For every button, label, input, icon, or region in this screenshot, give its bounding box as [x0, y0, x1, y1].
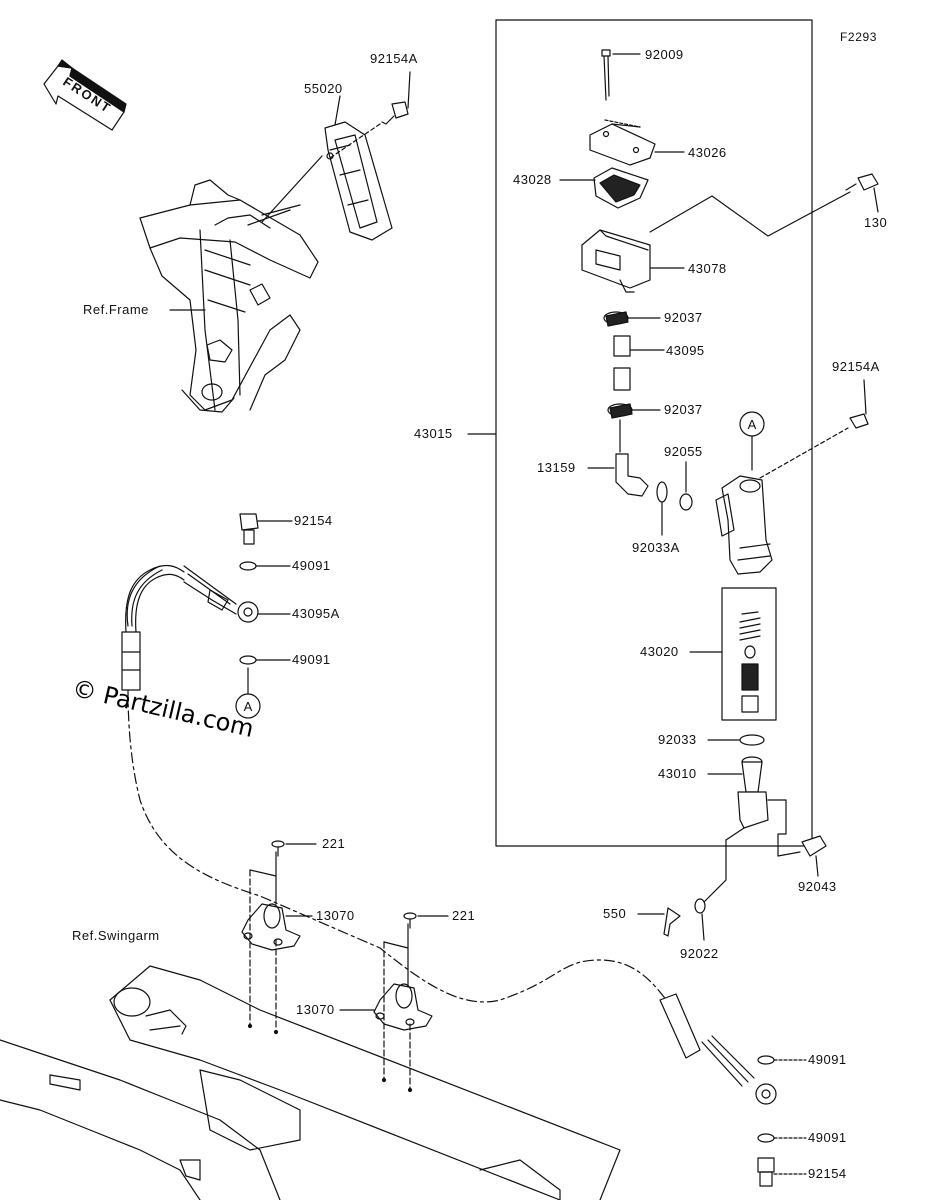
screw-221-a — [271, 840, 317, 857]
label-49091-c: 49091 — [808, 1052, 847, 1067]
reservoir-43078 — [581, 191, 851, 293]
bolt-130 — [845, 173, 879, 213]
pushrod-43010 — [703, 756, 801, 903]
label-221-b: 221 — [452, 908, 476, 923]
label-92033: 92033 — [658, 732, 697, 747]
label-92009: 92009 — [645, 47, 684, 62]
cap-43026 — [589, 119, 685, 166]
kit-box-43020 — [689, 587, 777, 721]
label-92033A: 92033A — [632, 540, 680, 555]
washer-92022 — [694, 898, 706, 941]
label-49091-a: 49091 — [292, 558, 331, 573]
elbow-13159 — [587, 453, 649, 497]
brake-hose-lower — [659, 993, 777, 1105]
label-221-a: 221 — [322, 836, 346, 851]
label-92055: 92055 — [664, 444, 703, 459]
bolt-92154A-top — [329, 71, 411, 159]
label-49091-d: 49091 — [808, 1130, 847, 1145]
label-43020: 43020 — [640, 644, 679, 659]
svg-text:A: A — [748, 417, 757, 432]
bolt-92043 — [801, 835, 827, 877]
hose-43095 — [613, 335, 665, 391]
label-92154A-right: 92154A — [832, 359, 880, 374]
diagram-code: F2293 — [840, 30, 878, 44]
label-43095: 43095 — [666, 343, 705, 358]
brake-hose-upper — [121, 564, 681, 1021]
frame-drawing — [139, 179, 319, 413]
label-13159: 13159 — [537, 460, 576, 475]
label-43028: 43028 — [513, 172, 552, 187]
callout-a-left: A — [235, 693, 261, 719]
label-92037-b: 92037 — [664, 402, 703, 417]
washer-49091-a — [239, 561, 291, 571]
label-55020: 55020 — [304, 81, 343, 96]
clamp-92037-a — [603, 311, 661, 327]
ring-92033 — [707, 734, 765, 746]
master-cylinder-body — [715, 427, 849, 575]
pin-550 — [637, 907, 681, 937]
label-92022: 92022 — [680, 946, 719, 961]
ref-swingarm-label: Ref.Swingarm — [72, 928, 160, 943]
clamp-13070-a — [241, 851, 313, 1031]
label-92037-a: 92037 — [664, 310, 703, 325]
label-43015: 43015 — [414, 426, 453, 441]
banjo-bolt-92154-left — [239, 513, 293, 545]
label-13070-a: 13070 — [316, 908, 355, 923]
label-43010: 43010 — [658, 766, 697, 781]
label-92043: 92043 — [798, 879, 837, 894]
label-49091-b: 49091 — [292, 652, 331, 667]
label-92154A-top: 92154A — [370, 51, 418, 66]
label-43026: 43026 — [688, 145, 727, 160]
label-92154-bottom: 92154 — [808, 1166, 847, 1181]
swingarm-drawing — [0, 965, 621, 1200]
diaphragm-43028 — [559, 167, 649, 209]
banjo-43095A — [237, 601, 291, 623]
screw-221-b — [403, 912, 449, 929]
label-43078: 43078 — [688, 261, 727, 276]
bolt-92154A-right — [849, 379, 869, 429]
label-43095A: 43095A — [292, 606, 340, 621]
washer-49091-c — [757, 1055, 807, 1065]
clamp-13070-b — [339, 923, 433, 1091]
front-arrow-icon — [43, 59, 127, 131]
label-13070-b: 13070 — [296, 1002, 335, 1017]
svg-text:A: A — [244, 699, 253, 714]
washer-49091-d — [757, 1133, 807, 1143]
label-550: 550 — [603, 906, 627, 921]
label-130: 130 — [864, 215, 888, 230]
screw-92009 — [601, 49, 641, 101]
callout-a-top: A — [739, 411, 765, 437]
oring-92055 — [679, 461, 693, 511]
label-92154-left: 92154 — [294, 513, 333, 528]
washer-49091-b — [239, 655, 291, 695]
banjo-bolt-92154-bottom — [757, 1157, 807, 1187]
bracket-55020 — [261, 121, 393, 241]
clamp-92037-b — [607, 403, 661, 453]
ref-frame-label: Ref.Frame — [83, 302, 149, 317]
ring-92033A — [656, 481, 668, 536]
